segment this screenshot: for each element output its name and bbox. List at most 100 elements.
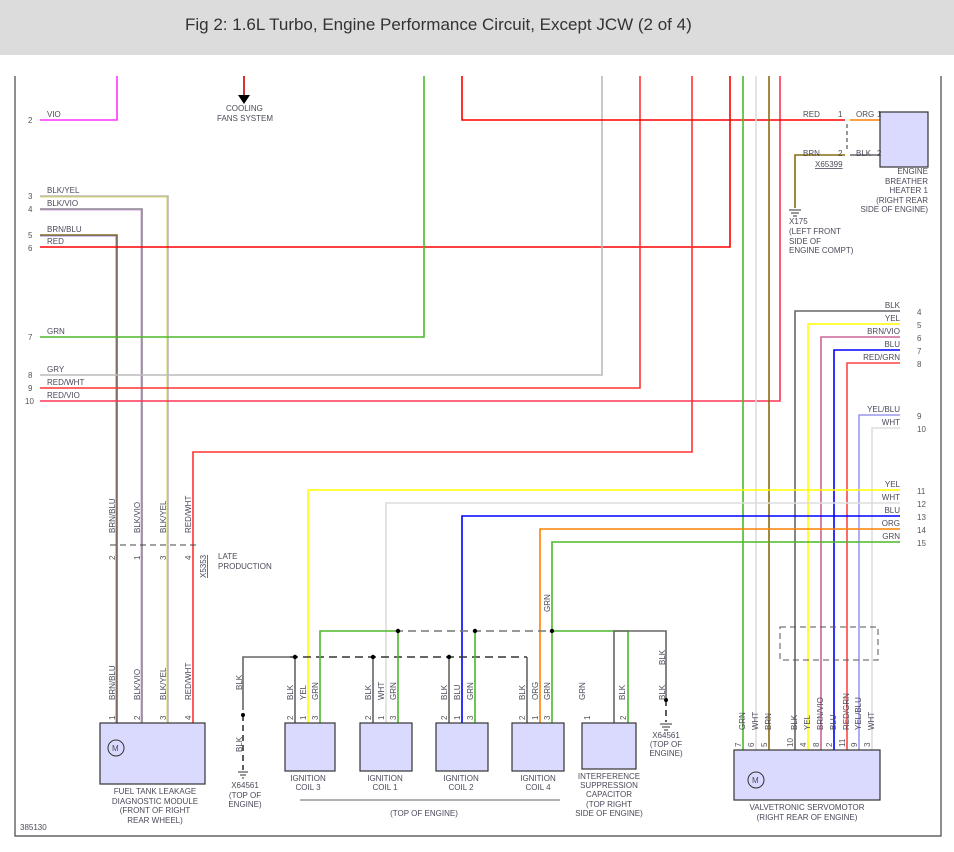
wire-red-wht-2 bbox=[192, 76, 693, 723]
wire-gry bbox=[40, 76, 603, 376]
diagram-label: 11 bbox=[838, 738, 847, 747]
diagram-label: X65399 bbox=[815, 160, 843, 169]
diagram-label: SUPPRESSION bbox=[580, 781, 638, 790]
valvetronic-servomotor bbox=[733, 749, 881, 801]
diagram-shape bbox=[40, 235, 117, 723]
diagram-label: 12 bbox=[917, 500, 926, 509]
diagram-label: 1 bbox=[877, 110, 882, 119]
diagram-label: LATE bbox=[218, 552, 237, 561]
diagram-label: COIL 4 bbox=[525, 783, 551, 792]
diagram-label: 3 bbox=[159, 715, 168, 720]
diagram-label: RED/WHT bbox=[47, 378, 84, 387]
diagram-label: 3 bbox=[159, 555, 168, 560]
diagram-label: BLK bbox=[286, 684, 295, 700]
figure-id: 385130 bbox=[20, 823, 47, 832]
diagram-label: HEATER 1 bbox=[889, 186, 928, 195]
diagram-label: SIDE OF ENGINE) bbox=[860, 205, 928, 214]
diagram-label: BLK bbox=[440, 684, 449, 700]
diagram-label: M bbox=[112, 744, 119, 753]
diagram-label: 2 bbox=[133, 715, 142, 720]
diagram-label: BLK bbox=[885, 301, 901, 310]
arrow-icon bbox=[238, 95, 250, 104]
engine-breather-heater bbox=[879, 111, 929, 168]
diagram-label: BLU bbox=[884, 340, 900, 349]
wire-brn-blu bbox=[40, 234, 118, 723]
diagram-label: 1 bbox=[531, 715, 540, 720]
diagram-label: 1 bbox=[299, 715, 308, 720]
diagram-label: IGNITION bbox=[443, 774, 479, 783]
diagram-shape bbox=[307, 489, 900, 723]
diagram-label: 3 bbox=[311, 715, 320, 720]
diagram-label: GRN bbox=[466, 682, 475, 700]
diagram-shape bbox=[820, 336, 900, 750]
diagram-label: BRN/BLU bbox=[108, 498, 117, 533]
diagram-label: BRN/BLU bbox=[108, 665, 117, 700]
diagram-label: 8 bbox=[28, 371, 33, 380]
diagram-label: 5 bbox=[917, 321, 922, 330]
diagram-label: FANS SYSTEM bbox=[217, 114, 273, 123]
diagram-label: 2 bbox=[838, 149, 843, 158]
diagram-label: 6 bbox=[28, 244, 33, 253]
ground-icons bbox=[238, 209, 801, 779]
wire-grn bbox=[40, 76, 425, 338]
diagram-shape bbox=[551, 541, 900, 723]
diagram-shape bbox=[242, 656, 290, 710]
diagram-label: 3 bbox=[543, 715, 552, 720]
diagram-label: X64561 bbox=[652, 731, 680, 740]
diagram-label: YEL/BLU bbox=[854, 697, 863, 730]
diagram-label: BLK/YEL bbox=[47, 186, 80, 195]
diagram-shape bbox=[40, 196, 168, 723]
diagram-shape bbox=[294, 657, 528, 723]
diagram-label: RED bbox=[47, 237, 64, 246]
diagram-label: 1 bbox=[108, 715, 117, 720]
diagram-label: COIL 1 bbox=[372, 783, 398, 792]
diagram-shape bbox=[446, 654, 452, 660]
diagram-label: GRN bbox=[311, 682, 320, 700]
diagram-shape bbox=[238, 771, 248, 779]
diagram-label: (RIGHT REAR bbox=[876, 196, 928, 205]
diagram-label: 6 bbox=[917, 334, 922, 343]
diagram-label: BLK bbox=[518, 684, 527, 700]
diagram-label: REAR WHEEL) bbox=[127, 816, 183, 825]
wire-red-vio bbox=[40, 76, 781, 402]
diagram-label: 7 bbox=[917, 347, 922, 356]
fuel-tank-leakage-module bbox=[99, 722, 206, 785]
diagram-shape bbox=[40, 209, 142, 723]
diagram-label: 9 bbox=[917, 412, 922, 421]
diagram-label: 4 bbox=[184, 555, 193, 560]
diagram-shape bbox=[789, 209, 801, 217]
diagram-label: BRN/BLU bbox=[47, 225, 82, 234]
diagram-shape: BRN/BLU BLK/VIO BLK/YEL RED/WHT 2 1 3 4 … bbox=[108, 496, 272, 578]
diagram-label: IGNITION bbox=[520, 774, 556, 783]
diagram-label: BLK bbox=[235, 674, 244, 690]
diagram-label: (TOP OF bbox=[650, 740, 682, 749]
diagram-label: (TOP RIGHT bbox=[586, 800, 632, 809]
diagram-label: 10 bbox=[917, 425, 926, 434]
diagram-label: BLK/YEL bbox=[159, 667, 168, 700]
diagram-label: BLK bbox=[790, 714, 799, 730]
diagram-label: 1 bbox=[583, 715, 592, 720]
diagram-shape bbox=[779, 626, 879, 661]
diagram-label: BLK bbox=[235, 736, 244, 752]
diagram-shape bbox=[664, 698, 668, 702]
diagram-label: 8 bbox=[812, 742, 821, 747]
wire-red bbox=[40, 76, 731, 248]
diagram-shape bbox=[539, 528, 900, 723]
diagram-shape bbox=[241, 713, 245, 717]
diagram-label: GRN bbox=[543, 682, 552, 700]
ignition-coil-1 bbox=[359, 722, 413, 772]
diagram-shape bbox=[397, 630, 629, 723]
diagram-shape bbox=[858, 414, 900, 750]
diagram-label: ORG bbox=[856, 110, 874, 119]
diagram-shape bbox=[370, 654, 376, 660]
diagram-shape bbox=[833, 349, 900, 750]
diagram-label: X64561 bbox=[231, 781, 259, 790]
figure-title: Fig 2: 1.6L Turbo, Engine Performance Ci… bbox=[185, 15, 692, 34]
diagram-shape bbox=[549, 628, 555, 634]
diagram-label: ENGINE COMPT) bbox=[789, 246, 854, 255]
